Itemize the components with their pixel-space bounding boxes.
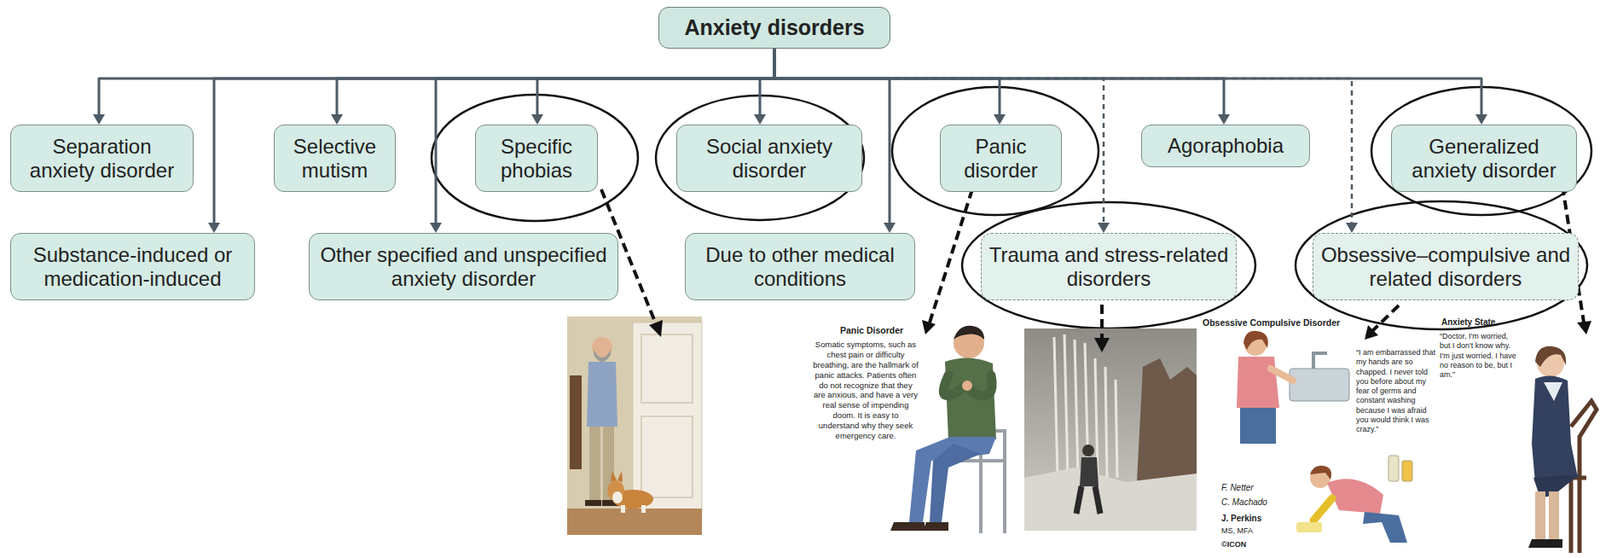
highlight-ellipse xyxy=(892,86,1099,215)
arrowhead xyxy=(1345,222,1358,233)
illustration-caption: “Doctor, I'm worried, but I don't know w… xyxy=(1439,331,1517,380)
connector-line xyxy=(336,48,775,116)
caption-text: “I am embarrassed that my hands are so c… xyxy=(1356,347,1436,434)
arrowhead xyxy=(993,114,1006,125)
node-text: Social anxiety disorder xyxy=(684,134,855,182)
pointer-arrows xyxy=(601,185,1584,340)
illustration-caption: Panic Disorder xyxy=(840,324,934,337)
category-box: Social anxiety disorder xyxy=(676,124,863,192)
category-box: Selective mutism xyxy=(273,124,396,192)
branch-connector xyxy=(774,48,1230,125)
arrowhead xyxy=(429,222,442,233)
illustration-caption: Obsessive Compulsive Disorder xyxy=(1202,317,1365,329)
arrowhead xyxy=(92,114,105,125)
trauma-photo xyxy=(1024,328,1197,531)
illustration-caption: MS, MFA xyxy=(1221,526,1282,536)
branch-connector xyxy=(774,48,1488,125)
phobia-photo xyxy=(567,316,702,535)
branch-connector xyxy=(753,48,775,125)
connector-line xyxy=(774,48,1224,116)
arrowhead xyxy=(1097,222,1110,233)
branch-connector xyxy=(330,48,775,125)
caption-text: “Doctor, I'm worried, but I don't know w… xyxy=(1439,331,1517,379)
arrowhead xyxy=(1475,114,1488,125)
arrowhead xyxy=(330,114,343,125)
highlight-ellipse xyxy=(962,202,1256,329)
category-box: Due to other medical conditions xyxy=(684,232,916,301)
node-text: Agoraphobia xyxy=(1167,133,1284,158)
category-box: Generalized anxiety disorder xyxy=(1391,124,1577,192)
illustration-caption: Somatic symptoms, such as chest pain or … xyxy=(812,339,919,441)
arrowhead xyxy=(753,114,766,125)
node-text: Separation anxiety disorder xyxy=(17,134,186,182)
connector-line xyxy=(537,48,775,116)
caption-text: Somatic symptoms, such as chest pain or … xyxy=(812,339,919,441)
illustration-caption: C. Machado xyxy=(1221,497,1282,509)
node-text: Substance-induced or medication-induced xyxy=(17,243,248,290)
illustration-caption: “I am embarrassed that my hands are so c… xyxy=(1356,347,1437,435)
node-text: Due to other medical conditions xyxy=(692,243,908,290)
illustration-caption: ©ICON xyxy=(1221,539,1282,550)
node-text: Trauma and stress-related disorders xyxy=(988,243,1229,290)
category-box: Panic disorder xyxy=(939,124,1062,192)
illustration-caption: J. Perkins xyxy=(1221,513,1282,525)
node-text: Panic disorder xyxy=(947,134,1055,182)
caption-text: Anxiety State xyxy=(1441,317,1496,327)
category-box: Other specified and unspecified anxiety … xyxy=(308,232,619,301)
related-category-box: Trauma and stress-related disorders xyxy=(980,232,1237,301)
category-box: Specific phobias xyxy=(475,124,598,192)
connector-line xyxy=(759,48,775,116)
connector-line xyxy=(774,48,1482,116)
highlight-ellipse xyxy=(431,94,638,221)
arrowhead xyxy=(208,222,221,233)
arrowhead xyxy=(883,222,896,233)
arrowhead xyxy=(1217,114,1230,125)
caption-text: J. Perkins xyxy=(1221,513,1262,523)
caption-text: F. Netter xyxy=(1221,482,1254,493)
category-box: Separation anxiety disorder xyxy=(10,124,194,192)
node-text: Generalized anxiety disorder xyxy=(1398,134,1570,182)
root-box: Anxiety disorders xyxy=(658,6,891,49)
caption-text: Obsessive Compulsive Disorder xyxy=(1202,317,1340,328)
category-box: Agoraphobia xyxy=(1141,124,1311,168)
highlight-ellipse xyxy=(1295,201,1588,330)
connector-line xyxy=(774,48,1000,116)
illustration-caption: Anxiety State xyxy=(1441,317,1519,329)
node-text: Obsessive–compulsive and related disorde… xyxy=(1320,243,1572,290)
category-box: Substance-induced or medication-induced xyxy=(10,232,256,301)
illustration-caption: F. Netter xyxy=(1221,482,1282,494)
branch-connector xyxy=(531,48,775,125)
related-category-box: Obsessive–compulsive and related disorde… xyxy=(1312,232,1579,301)
branch-connector xyxy=(92,48,775,125)
caption-text: MS, MFA xyxy=(1221,526,1253,535)
node-text: Specific phobias xyxy=(482,134,591,182)
caption-text: C. Machado xyxy=(1221,497,1268,507)
node-text: Anxiety disorders xyxy=(684,15,864,41)
node-text: Other specified and unspecified anxiety … xyxy=(316,243,611,290)
node-text: Selective mutism xyxy=(281,134,389,182)
anxiety-figure xyxy=(1528,346,1597,553)
arrowhead xyxy=(531,114,544,125)
caption-text: ©ICON xyxy=(1221,539,1247,549)
caption-text: Panic Disorder xyxy=(840,324,904,336)
